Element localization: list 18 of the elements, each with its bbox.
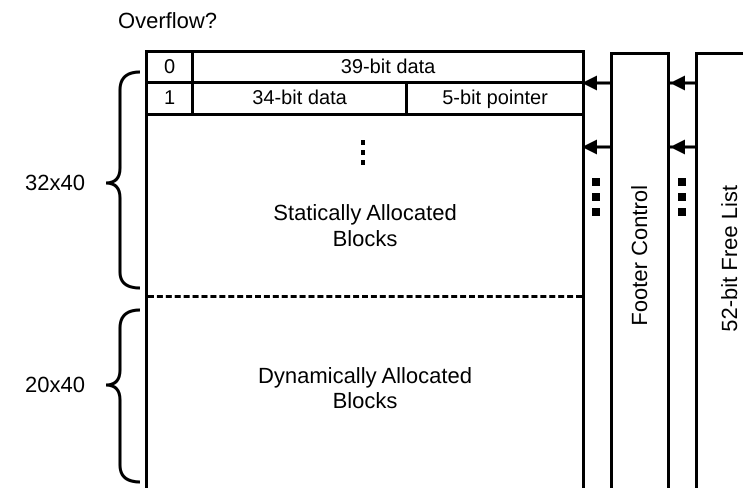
- arrow: [582, 140, 610, 154]
- column-label: Footer Control: [627, 185, 653, 326]
- memory-region: Dynamically Allocated Blocks: [148, 298, 582, 488]
- dimension-label: 20x40: [25, 372, 85, 398]
- dimension-label: 32x40: [25, 170, 85, 196]
- annotation-text: Overflow?: [118, 8, 218, 34]
- table-cell: 1: [148, 84, 194, 116]
- memory-region: Statically Allocated Blocks: [148, 116, 582, 298]
- table-cell: 0: [148, 53, 194, 84]
- table-cell: 39-bit data: [194, 53, 582, 84]
- arrow: [670, 76, 695, 90]
- table-cell: 34-bit data: [194, 84, 408, 116]
- column-label: 52-bit Free List: [717, 185, 743, 332]
- arrow: [670, 140, 695, 154]
- control-column: [610, 52, 670, 488]
- arrow: [582, 76, 610, 90]
- memory-array: [145, 50, 585, 488]
- table-cell: 5-bit pointer: [408, 84, 582, 116]
